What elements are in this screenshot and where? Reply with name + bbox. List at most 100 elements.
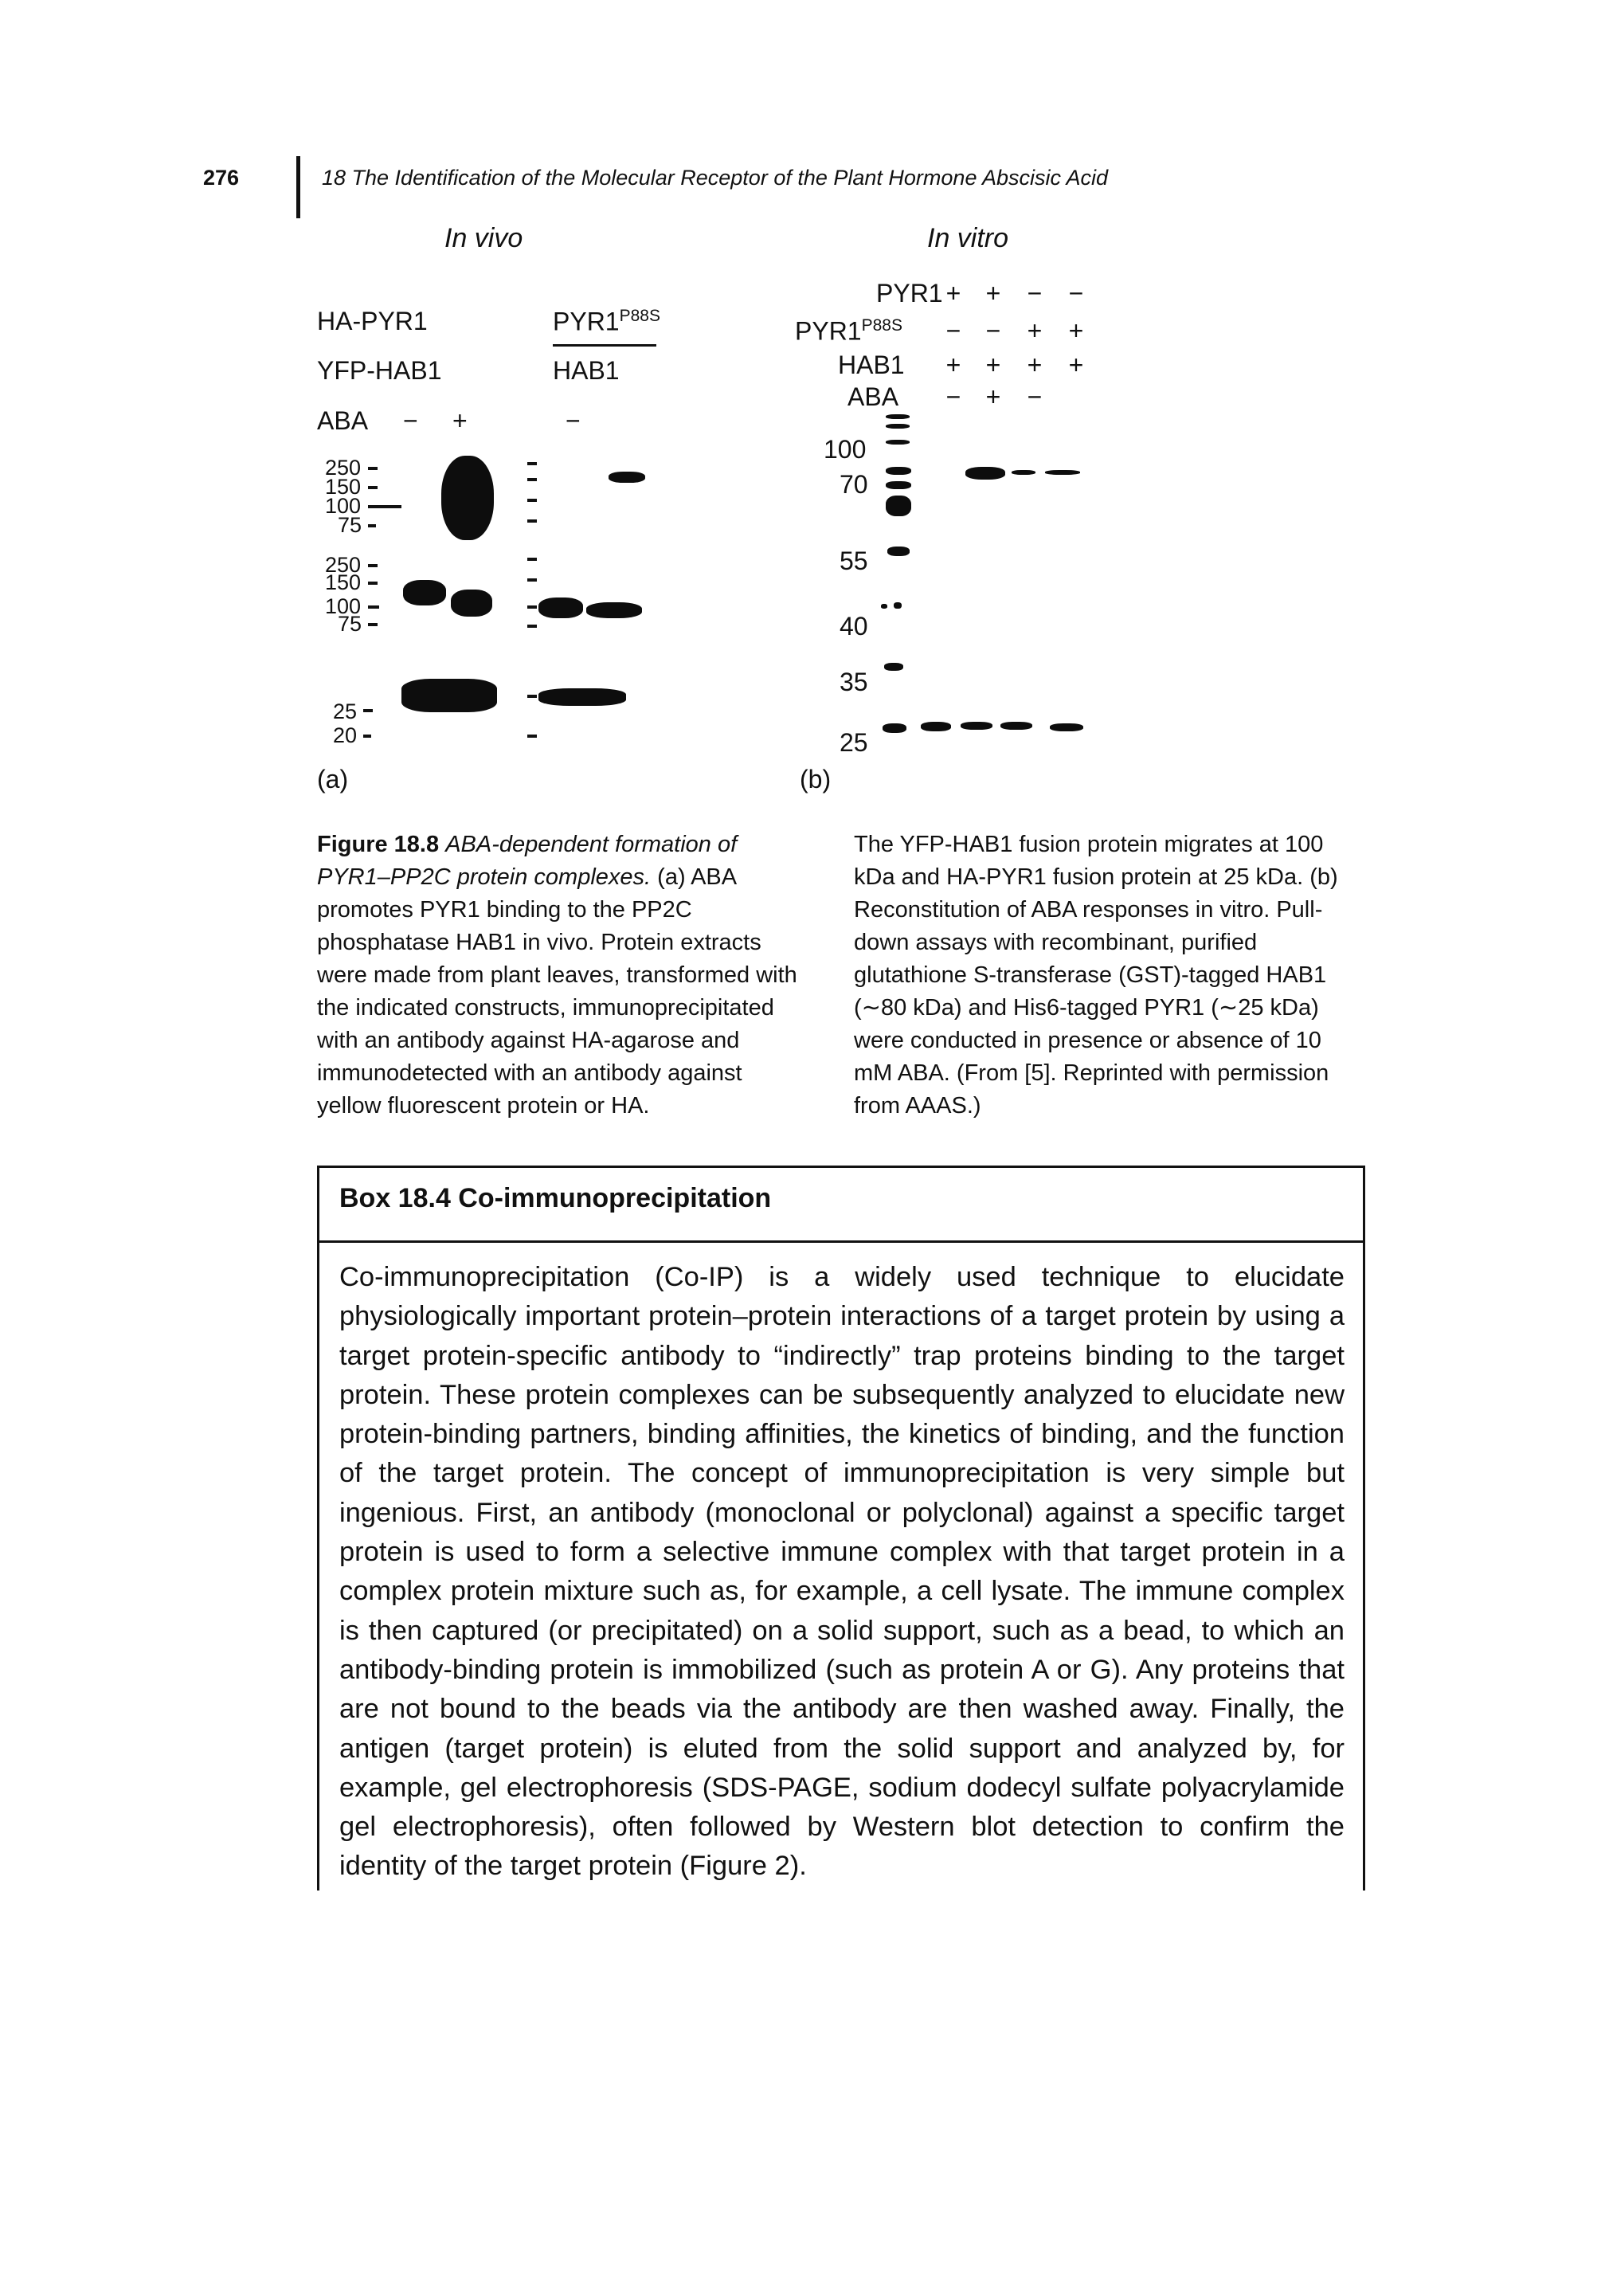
mw-a-bottom-20: 20 <box>333 723 358 747</box>
mw-a-mid-75: 75 <box>338 612 362 636</box>
mw-a-mid-150: 150 <box>325 570 362 594</box>
sign-mut-1: − <box>945 316 961 345</box>
mw-b-55: 55 <box>840 547 868 575</box>
panel-b-row-aba: ABA <box>847 382 899 411</box>
ladder-band <box>894 602 902 609</box>
panel-a-mutant-sup: P88S <box>619 307 660 325</box>
mw-a-top-100: 100 <box>325 494 362 518</box>
ladder-band <box>887 547 910 556</box>
blot-band <box>586 602 642 618</box>
figure-caption-left: Figure 18.8 ABA-dependent formation of P… <box>317 829 798 1123</box>
sign-aba-3: − <box>1027 382 1043 411</box>
sign-hab1-2: + <box>985 351 1001 379</box>
figure-caption-right: The YFP-HAB1 fusion protein migrates at … <box>854 832 1338 1119</box>
blot-band <box>609 472 645 483</box>
mw-tick <box>527 558 537 561</box>
mw-tick <box>368 582 378 585</box>
sign-aba-1: − <box>945 382 961 411</box>
mw-tick <box>527 519 537 523</box>
ladder-band <box>884 663 903 671</box>
box-border <box>317 1166 319 1890</box>
header-rule <box>296 156 300 218</box>
panel-b-row-pyr1: PYR1 <box>876 279 943 308</box>
mw-a-mid-100: 100 <box>325 594 362 618</box>
panel-a-aba-minus: − <box>403 406 418 435</box>
blot-band <box>961 722 992 730</box>
mw-a-top-250: 250 <box>325 456 362 480</box>
box-18-4: Box 18.4 Co-immunoprecipitation Co-immun… <box>317 1166 1365 1890</box>
blot-band <box>403 580 446 605</box>
panel-a-mutant-label: PYR1P88S <box>553 307 660 337</box>
panel-a-heading: In vivo <box>444 223 523 253</box>
mw-tick <box>527 605 537 609</box>
panel-b-row-mutant: PYR1P88S <box>795 316 902 347</box>
mw-tick <box>368 605 379 609</box>
ladder-band <box>886 424 910 429</box>
mw-a-bottom-25: 25 <box>333 699 358 723</box>
mw-tick <box>368 524 376 527</box>
mw-b-35: 35 <box>840 668 868 696</box>
blot-band <box>965 467 1005 480</box>
sign-hab1-1: + <box>945 351 961 379</box>
panel-a-mutant-underline <box>553 344 656 347</box>
mw-tick <box>527 462 537 465</box>
mw-tick <box>527 578 537 582</box>
sign-pyr1-2: + <box>985 279 1001 308</box>
mw-tick <box>527 625 537 628</box>
mw-tick <box>363 735 371 738</box>
mw-tick <box>368 623 378 626</box>
page-number: 276 <box>203 166 240 190</box>
ladder-band <box>883 723 906 733</box>
sign-pyr1-1: + <box>945 279 961 308</box>
panel-a-mutant-base: PYR1 <box>553 307 620 336</box>
mw-a-top-150: 150 <box>325 475 362 499</box>
mw-tick <box>368 486 378 489</box>
box-title: Box 18.4 Co-immunoprecipitation <box>339 1183 772 1213</box>
mw-a-top-75: 75 <box>338 513 362 537</box>
box-body: Co-immunoprecipitation (Co-IP) is a wide… <box>339 1262 1345 1882</box>
panel-a-aba-label: ABA <box>317 406 369 435</box>
mw-a-mid-250: 250 <box>325 553 362 577</box>
box-border <box>317 1166 1365 1168</box>
mw-tick <box>368 564 378 567</box>
box-title-rule <box>317 1240 1365 1243</box>
figure-label: Figure 18.8 <box>317 832 440 857</box>
ladder-band <box>886 414 910 419</box>
blot-band <box>921 722 951 731</box>
blot-band <box>1050 723 1083 731</box>
ladder-band <box>881 604 887 609</box>
panel-a-row-ha-pyr1: HA-PYR1 <box>317 307 428 335</box>
panel-b-mutant-base: PYR1 <box>795 316 862 346</box>
sign-aba-2: + <box>985 382 1001 411</box>
sign-hab1-4: + <box>1068 351 1084 379</box>
sign-mut-3: + <box>1027 316 1043 345</box>
sign-mut-2: − <box>985 316 1001 345</box>
mw-tick <box>368 505 401 508</box>
figure-title: ABA-dependent formation of PYR1–PP2C pro… <box>317 832 738 890</box>
ladder-band <box>886 481 911 489</box>
mw-b-70: 70 <box>840 470 868 499</box>
ladder-band <box>886 467 911 475</box>
mw-tick <box>368 467 378 470</box>
blot-band <box>451 590 492 617</box>
ladder-band <box>886 440 910 445</box>
panel-b-heading: In vitro <box>927 223 1009 253</box>
blot-band <box>441 456 494 540</box>
blot-band <box>538 598 583 618</box>
mw-b-25: 25 <box>840 728 868 757</box>
panel-a-label: (a) <box>317 765 349 793</box>
blot-band <box>1012 470 1035 475</box>
panel-b-mutant-sup: P88S <box>861 316 902 335</box>
panel-a-mutant-hab1: HAB1 <box>553 356 620 385</box>
blot-band <box>401 679 497 712</box>
panel-b-label: (b) <box>800 765 832 793</box>
caption-text-left: (a) ABA promotes PYR1 binding to the PP2… <box>317 864 797 1119</box>
panel-b-row-hab1: HAB1 <box>838 351 905 379</box>
sign-hab1-3: + <box>1027 351 1043 379</box>
ladder-band <box>886 496 911 516</box>
mw-tick <box>527 499 537 502</box>
mw-tick <box>527 478 537 481</box>
panel-a-aba-plus: + <box>452 406 468 435</box>
sign-mut-4: + <box>1068 316 1084 345</box>
blot-band <box>1045 470 1080 475</box>
